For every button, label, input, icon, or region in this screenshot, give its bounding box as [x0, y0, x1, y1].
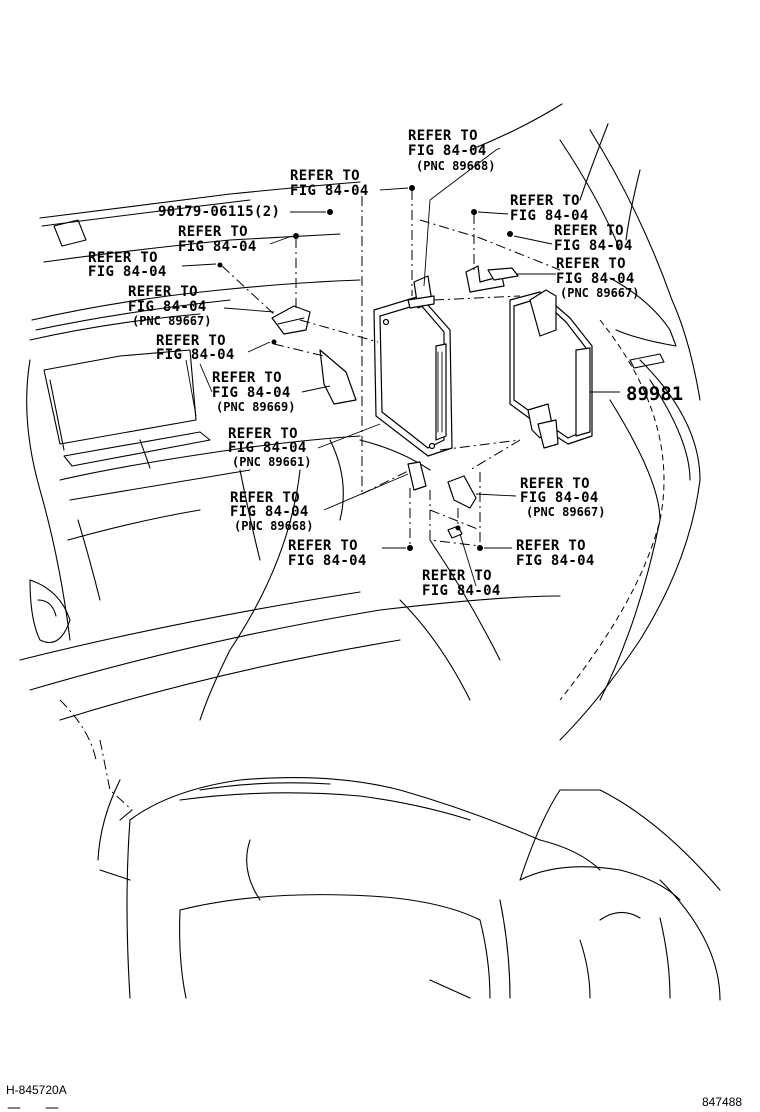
refer1-line1: REFER TO	[408, 128, 478, 144]
dashboard-outline	[19, 103, 721, 1001]
footer: H-845720A 847488	[6, 1083, 742, 1109]
refer1-pnc: (PNC 89668)	[416, 159, 495, 173]
fasteners	[217, 185, 513, 551]
refer3-line1: REFER TO	[178, 224, 248, 240]
refer16-line2: FIG 84-04	[554, 238, 633, 254]
refer7-pnc: (PNC 89669)	[216, 400, 295, 414]
refer6-line1: REFER TO	[156, 333, 226, 349]
refer7-line1: REFER TO	[212, 370, 282, 386]
refer14-line2: FIG 84-04	[556, 271, 635, 287]
refer9-line2: FIG 84-04	[230, 504, 309, 520]
refer10-line2: FIG 84-04	[288, 553, 367, 569]
part-90179-label: 90179-06115(2)	[158, 204, 280, 220]
footer-right-code: 847488	[702, 1095, 742, 1109]
refer5-line2: FIG 84-04	[128, 299, 207, 315]
refer2-line1: REFER TO	[290, 168, 360, 184]
refer2-line2: FIG 84-04	[290, 183, 369, 199]
refer9-pnc: (PNC 89668)	[234, 519, 313, 533]
refer5-pnc: (PNC 89667)	[132, 314, 211, 328]
refer15-line2: FIG 84-04	[520, 490, 599, 506]
refer11-line2: FIG 84-04	[422, 583, 501, 599]
refer15-pnc: (PNC 89667)	[526, 505, 605, 519]
refer10-line1: REFER TO	[288, 538, 358, 554]
refer4-line2: FIG 84-04	[88, 264, 167, 280]
refer14-pnc: (PNC 89667)	[560, 286, 639, 300]
refer3-line2: FIG 84-04	[178, 239, 257, 255]
refer6-line2: FIG 84-04	[156, 347, 235, 363]
refer12-line1: REFER TO	[516, 538, 586, 554]
refer15-line1: REFER TO	[520, 476, 590, 492]
refer1-line2: FIG 84-04	[408, 143, 487, 159]
refer8-pnc: (PNC 89661)	[232, 455, 311, 469]
footer-left-code: H-845720A	[6, 1083, 67, 1097]
ecu-module-left	[373, 295, 453, 457]
leader-lines	[181, 147, 620, 587]
refer11-line1: REFER TO	[422, 568, 492, 584]
refer13-line2: FIG 84-04	[510, 208, 589, 224]
refer5-line1: REFER TO	[128, 284, 198, 300]
refer9-line1: REFER TO	[230, 490, 300, 506]
refer4-line1: REFER TO	[88, 250, 158, 266]
ecu-module-right	[509, 289, 593, 445]
part-89981-label: 89981	[626, 383, 683, 405]
refer13-line1: REFER TO	[510, 193, 580, 209]
refer12-line2: FIG 84-04	[516, 553, 595, 569]
refer8-line2: FIG 84-04	[228, 440, 307, 456]
refer14-line1: REFER TO	[556, 256, 626, 272]
refer8-line1: REFER TO	[228, 426, 298, 442]
callout-labels: REFER TO FIG 84-04 (PNC 89668) REFER TO …	[88, 128, 683, 599]
refer16-line1: REFER TO	[554, 223, 624, 239]
brackets	[271, 265, 559, 539]
refer7-line2: FIG 84-04	[212, 385, 291, 401]
